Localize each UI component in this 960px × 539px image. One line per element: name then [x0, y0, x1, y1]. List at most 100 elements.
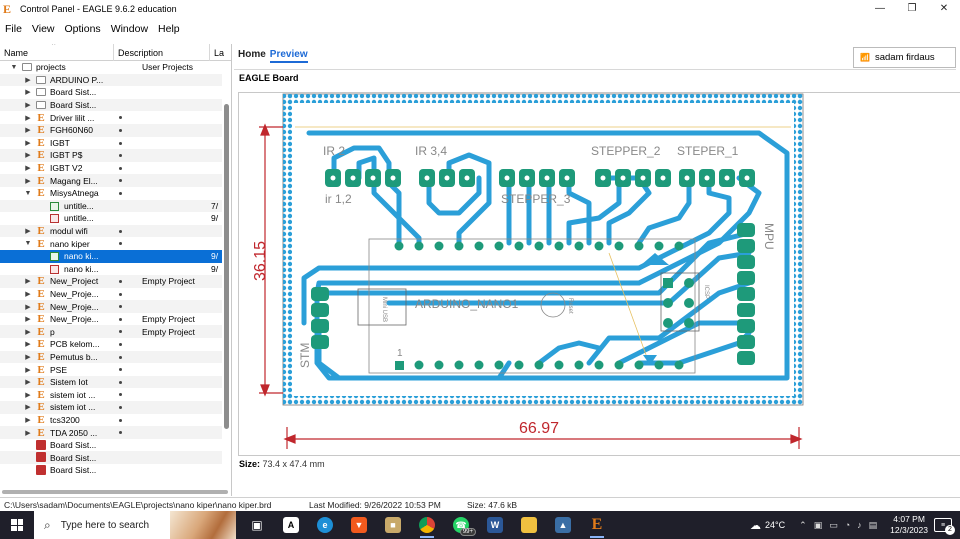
expand-closed-icon[interactable]: ▶: [25, 114, 31, 122]
tree-header: ^ Name Description La: [0, 44, 231, 61]
menu-view[interactable]: View: [31, 23, 55, 35]
expand-closed-icon[interactable]: ▶: [25, 404, 31, 412]
maximize-button[interactable]: ❐: [907, 3, 917, 14]
taskbar-brave[interactable]: ▼: [342, 511, 376, 539]
weather-widget[interactable]: ☁ 24°C: [750, 519, 785, 532]
expand-closed-icon[interactable]: ▶: [25, 177, 31, 185]
tree-item[interactable]: ▶Board Sist...: [0, 86, 222, 99]
close-button[interactable]: ✕: [939, 3, 949, 14]
expand-closed-icon[interactable]: ▶: [25, 152, 31, 160]
tree-item[interactable]: nano ki...9/: [0, 263, 222, 276]
tray-chevron-icon[interactable]: ⌃: [799, 519, 807, 530]
expand-closed-icon[interactable]: ▶: [25, 316, 31, 324]
tree-vertical-scrollbar[interactable]: [224, 104, 229, 429]
expand-closed-icon[interactable]: ▶: [25, 278, 31, 286]
tray-app-icon[interactable]: ▣: [813, 519, 823, 530]
tree-item[interactable]: untitle...7/: [0, 199, 222, 213]
volume-icon[interactable]: ♪: [857, 520, 862, 530]
keyboard-icon[interactable]: ▤: [868, 519, 878, 530]
expand-closed-icon[interactable]: ▶: [25, 328, 31, 336]
column-last-modified[interactable]: La: [214, 48, 225, 58]
tab-home[interactable]: Home: [238, 49, 266, 60]
minimize-button[interactable]: —: [875, 3, 885, 14]
tree-item[interactable]: ▶ARDUINO P...: [0, 73, 222, 87]
column-description[interactable]: Description: [114, 44, 210, 61]
tree-item[interactable]: Board Sist...: [0, 439, 222, 452]
expand-closed-icon[interactable]: ▶: [25, 416, 31, 424]
taskbar-edge[interactable]: e: [308, 511, 342, 539]
taskbar-photos[interactable]: ▲: [546, 511, 580, 539]
menu-help[interactable]: Help: [158, 23, 180, 35]
taskbar-app-a[interactable]: A: [274, 511, 308, 539]
tree-item[interactable]: Board Sist...: [0, 464, 222, 477]
menu-window[interactable]: Window: [110, 23, 149, 35]
expand-open-icon[interactable]: ▼: [24, 189, 32, 197]
expand-closed-icon[interactable]: ▶: [25, 76, 31, 84]
expand-closed-icon[interactable]: ▶: [25, 379, 31, 387]
taskbar-whatsapp[interactable]: ☎99+: [444, 511, 478, 539]
tree-horizontal-scrollbar[interactable]: [2, 490, 228, 494]
expand-closed-icon[interactable]: ▶: [25, 139, 31, 147]
user-account-button[interactable]: 📶 sadam firdaus: [853, 47, 956, 68]
taskbar-file-explorer[interactable]: [512, 511, 546, 539]
expand-closed-icon[interactable]: ▶: [25, 366, 31, 374]
expand-closed-icon[interactable]: ▶: [25, 127, 31, 135]
battery-icon[interactable]: ▭: [829, 519, 838, 530]
start-button[interactable]: [0, 511, 34, 539]
taskbar-chrome[interactable]: [410, 511, 444, 539]
expand-closed-icon[interactable]: ▶: [25, 303, 31, 311]
tree-item[interactable]: untitle...9/: [0, 212, 222, 225]
expand-open-icon[interactable]: ▼: [10, 63, 18, 71]
clock[interactable]: 4:07 PM 12/3/2023: [890, 514, 928, 536]
column-name[interactable]: Name: [0, 44, 114, 61]
tree-item[interactable]: nano ki...9/: [0, 249, 222, 263]
expand-closed-icon[interactable]: ▶: [25, 429, 31, 437]
network-icon[interactable]: ◔: [844, 520, 851, 530]
expand-closed-icon[interactable]: ▶: [25, 228, 31, 236]
expand-closed-icon[interactable]: ▶: [25, 391, 31, 399]
expand-open-icon[interactable]: ▼: [24, 240, 32, 248]
taskbar-search[interactable]: ⌕ Type here to search: [34, 511, 236, 539]
tree-item-label: Sistem Iot: [50, 377, 88, 388]
expand-closed-icon[interactable]: ▶: [25, 353, 31, 361]
menu-file[interactable]: File: [5, 23, 22, 35]
expand-closed-icon[interactable]: ▶: [25, 102, 31, 110]
tab-preview[interactable]: Preview: [269, 49, 308, 63]
expand-closed-icon[interactable]: ▶: [25, 165, 31, 173]
tree-item[interactable]: Board Sist...: [0, 451, 222, 464]
taskbar-word[interactable]: W: [478, 511, 512, 539]
expand-closed-icon[interactable]: ▶: [25, 290, 31, 298]
eagle-project-icon: E: [37, 136, 45, 149]
expand-closed-icon[interactable]: ▶: [25, 89, 31, 97]
taskbar-eagle[interactable]: E: [580, 511, 614, 539]
taskbar-photo-app[interactable]: ■: [376, 511, 410, 539]
menu-options[interactable]: Options: [64, 23, 101, 35]
tree-item[interactable]: ▶Board Sist...: [0, 98, 222, 112]
task-view-button[interactable]: ▣: [240, 511, 274, 539]
expand-closed-icon[interactable]: ▶: [25, 341, 31, 349]
notification-button[interactable]: ≡ 2: [934, 518, 955, 535]
